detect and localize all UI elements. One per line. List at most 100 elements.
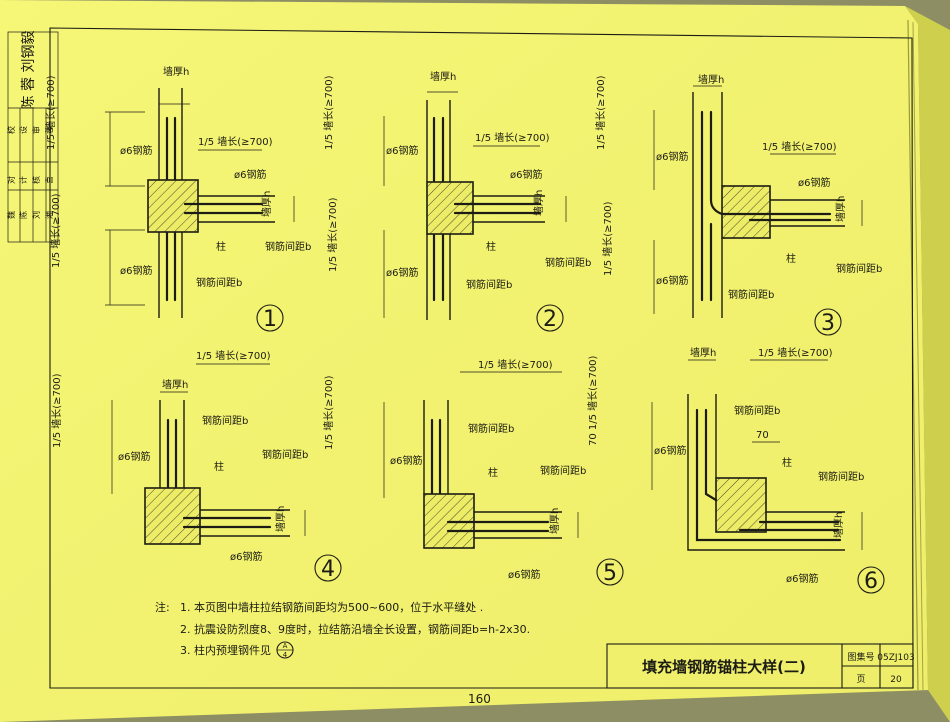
dimension-70: 70 bbox=[756, 430, 769, 441]
wall-length-label: 1/5 墙长(≥700) bbox=[49, 193, 62, 268]
column-section bbox=[426, 181, 474, 235]
wall-length-label: 1/5 墙长(≥700) bbox=[322, 75, 335, 150]
wall-length-label: 1/5 墙长(≥700) bbox=[478, 358, 553, 371]
sidebar-cell: 魏 bbox=[6, 211, 16, 219]
spacing-label: 钢筋间距b bbox=[818, 470, 864, 483]
spacing-label: 钢筋间距b bbox=[466, 278, 512, 291]
detail-1: 墙厚h 1/5 墙长(≥700) 1/5 墙长(≥700) 1/5 墙长(≥70… bbox=[44, 65, 311, 332]
reference-bottom: 4 bbox=[283, 651, 288, 659]
column-section bbox=[715, 477, 767, 533]
spacing-label: 钢筋间距b bbox=[262, 448, 308, 461]
detail-number: 3 bbox=[821, 311, 835, 336]
atlas-number: 05ZJ103 bbox=[877, 653, 914, 663]
spacing-label: 钢筋间距b bbox=[202, 414, 248, 427]
detail-6: 墙厚h 1/5 墙长(≥700) 钢筋间距b 70 1/5 墙长(≥700) ø… bbox=[586, 346, 885, 594]
notes-label: 注: bbox=[155, 600, 170, 614]
wall-thickness-label: 墙厚h bbox=[832, 512, 845, 538]
wall-thickness-label: 墙厚h bbox=[260, 191, 273, 217]
column-label: 柱 bbox=[782, 456, 792, 469]
paper-background bbox=[0, 0, 928, 722]
rebar-label: ø6钢筋 bbox=[510, 168, 542, 181]
wall-thickness-label: 墙厚h bbox=[690, 346, 716, 359]
sidebar-cell: 设 bbox=[18, 126, 28, 134]
rebar-label: ø6钢筋 bbox=[654, 444, 686, 457]
wall-length-label: 1/5 墙长(≥700) bbox=[758, 346, 833, 359]
detail-3: 墙厚h 1/5 墙长(≥700) 1/5 墙长(≥700) 1/5 墙长(≥70… bbox=[594, 73, 882, 336]
notes: 注: 1. 本页图中墙柱拉结钢筋间距均为500~600，位于水平缝处 . 2. … bbox=[155, 600, 530, 659]
note-item: 1. 本页图中墙柱拉结钢筋间距均为500~600，位于水平缝处 . bbox=[180, 600, 483, 614]
wall-length-label: 70 1/5 墙长(≥700) bbox=[586, 355, 599, 446]
spacing-label: 钢筋间距b bbox=[265, 240, 311, 253]
wall-thickness-label: 墙厚h bbox=[430, 70, 456, 83]
sidebar-cell: 核 bbox=[31, 176, 41, 184]
note-item: 2. 抗震设防烈度8、9度时，拉结筋沿墙全长设置，钢筋间距b=h-2x30. bbox=[180, 622, 530, 636]
page-edge bbox=[905, 6, 950, 722]
detail-number-circle bbox=[314, 554, 342, 582]
sidebar-cell: 计 bbox=[18, 176, 28, 184]
spacing-label: 钢筋间距b bbox=[468, 422, 514, 435]
wall-thickness-label: 墙厚h bbox=[834, 196, 847, 222]
sidebar-cell: 蓉 bbox=[44, 126, 54, 134]
sidebar-cell: 对 bbox=[6, 176, 16, 184]
detail-number-circle bbox=[596, 558, 624, 586]
wall-length-label: 1/5 墙长(≥700) bbox=[322, 375, 335, 450]
wall-length-label: 1/5 墙长(≥700) bbox=[594, 75, 607, 150]
detail-number: 5 bbox=[603, 561, 617, 586]
rebar-label: ø6钢筋 bbox=[118, 450, 150, 463]
wall-length-label: 1/5 墙长(≥700) bbox=[50, 373, 63, 448]
detail-number: 4 bbox=[321, 557, 335, 582]
rebar-label: ø6钢筋 bbox=[786, 572, 818, 585]
rebar-label: ø6钢筋 bbox=[386, 144, 418, 157]
reference-top: A bbox=[283, 642, 288, 650]
sidebar-cell: 喜 bbox=[44, 176, 54, 184]
wall-length-label: 1/5 墙长(≥700) bbox=[44, 75, 57, 150]
rebar-label: ø6钢筋 bbox=[230, 550, 262, 563]
page-label: 页 bbox=[856, 674, 865, 685]
column-label: 柱 bbox=[786, 252, 796, 265]
rebar-label: ø6钢筋 bbox=[120, 264, 152, 277]
signature-sidebar: 陈 蓉 刘钢毅 校 对 魏 设 计 陈 审 核 刘 蓉 喜 湘 bbox=[6, 31, 59, 243]
rebar-label: ø6钢筋 bbox=[386, 266, 418, 279]
detail-2: 墙厚h 1/5 墙长(≥700) 1/5 墙长(≥700) 1/5 墙长(≥70… bbox=[322, 70, 591, 332]
detail-number: 2 bbox=[543, 307, 557, 332]
detail-number-circle bbox=[857, 566, 885, 594]
wall-thickness-label: 墙厚h bbox=[548, 508, 561, 534]
book-page-number: 160 bbox=[468, 692, 491, 706]
column-label: 柱 bbox=[488, 466, 498, 479]
detail-number-circle bbox=[814, 308, 842, 336]
wall-length-label: 1/5 墙长(≥700) bbox=[196, 349, 271, 362]
column-section bbox=[147, 179, 199, 233]
column-section bbox=[721, 185, 771, 239]
sidebar-cell: 校 bbox=[6, 126, 16, 134]
spacing-label: 钢筋间距b bbox=[196, 276, 242, 289]
spacing-label: 钢筋间距b bbox=[540, 464, 586, 477]
note-item: 3. 柱内预埋钢件见 bbox=[180, 643, 271, 657]
rebar-label: ø6钢筋 bbox=[508, 568, 540, 581]
column-label: 柱 bbox=[214, 460, 224, 473]
wall-thickness-label: 墙厚h bbox=[162, 378, 188, 391]
rebar-label: ø6钢筋 bbox=[656, 274, 688, 287]
rebar-label: ø6钢筋 bbox=[798, 176, 830, 189]
atlas-label: 图集号 bbox=[847, 651, 874, 663]
detail-4: 1/5 墙长(≥700) 墙厚h 钢筋间距b 1/5 墙长(≥700) ø6钢筋… bbox=[50, 349, 342, 582]
wall-thickness-label: 墙厚h bbox=[532, 190, 545, 216]
title-block: 填充墙钢筋锚柱大样(二) 图集号 05ZJ103 页 20 bbox=[606, 643, 915, 689]
rebar-label: ø6钢筋 bbox=[656, 150, 688, 163]
detail-number: 6 bbox=[864, 569, 878, 594]
wall-length-label: 1/5 墙长(≥700) bbox=[475, 131, 550, 144]
spacing-label: 钢筋间距b bbox=[728, 288, 774, 301]
wall-thickness-label: 墙厚h bbox=[163, 65, 189, 78]
spacing-label: 钢筋间距b bbox=[836, 262, 882, 275]
column-section bbox=[144, 487, 201, 545]
wall-length-label: 1/5 墙长(≥700) bbox=[198, 135, 273, 148]
wall-thickness-label: 墙厚h bbox=[698, 73, 724, 86]
column-label: 柱 bbox=[216, 240, 226, 253]
signature: 陈 蓉 刘钢毅 bbox=[20, 31, 37, 110]
sidebar-cell: 刘 bbox=[31, 211, 41, 219]
sidebar-cell: 陈 bbox=[18, 211, 28, 219]
detail-number: 1 bbox=[263, 307, 277, 332]
wall-length-label: 1/5 墙长(≥700) bbox=[326, 197, 339, 272]
drawing-title: 填充墙钢筋锚柱大样(二) bbox=[642, 658, 806, 676]
detail-number-circle bbox=[256, 304, 284, 332]
